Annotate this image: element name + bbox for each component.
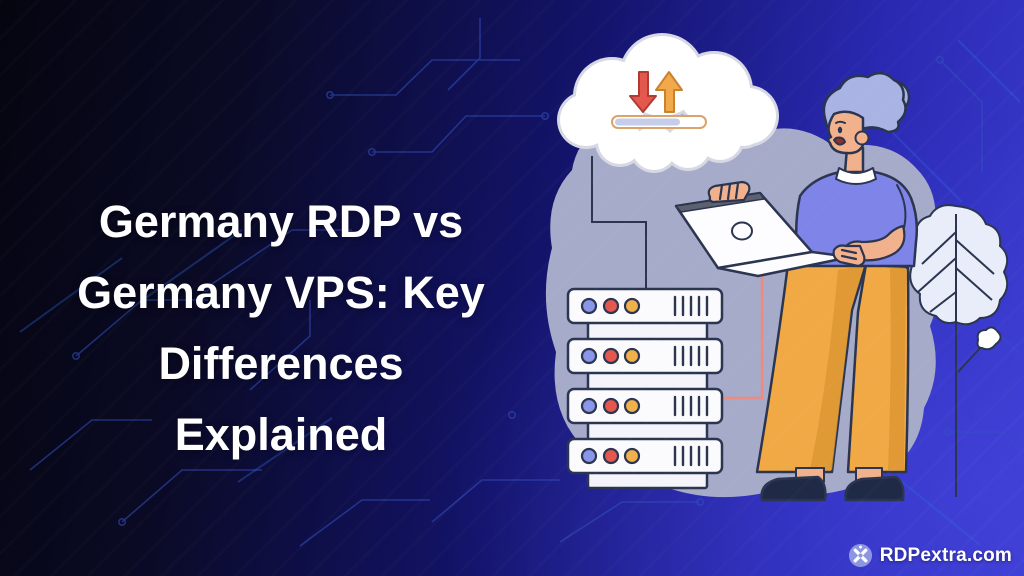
title-line: Germany VPS: Key [77,267,485,318]
pants-shading [810,266,906,470]
mouth [833,136,846,146]
laptop-logo [731,221,753,241]
server-led-lights [580,297,641,465]
shoes [760,475,905,502]
collar [835,167,877,185]
ear [854,130,870,146]
wrench-cross-icon [848,543,872,568]
arms-and-hands [707,180,906,268]
title-line: Germany RDP vs [98,196,464,247]
title-line: Differences [158,338,404,389]
download-arrow-icon [629,71,657,113]
upload-arrow-icon [655,71,683,113]
cloud-illustration [557,33,779,173]
tree-leaf [976,326,1002,351]
woman-character [755,71,919,502]
brand-name: RDPextra.com [879,544,1012,566]
cloud-server-connector [591,156,647,290]
progress-bar [611,115,707,129]
title-line: Explained [174,409,388,460]
server-rack [566,287,724,490]
server-vents [673,295,709,467]
circuit-streaks [19,39,1021,546]
eye [837,126,843,134]
laptop-server-connector [724,262,764,400]
brand-logo: RDPextra.com [848,543,1012,568]
eyebrow [835,120,846,124]
banner-title: Germany RDP vs Germany VPS: Key Differen… [28,186,534,470]
